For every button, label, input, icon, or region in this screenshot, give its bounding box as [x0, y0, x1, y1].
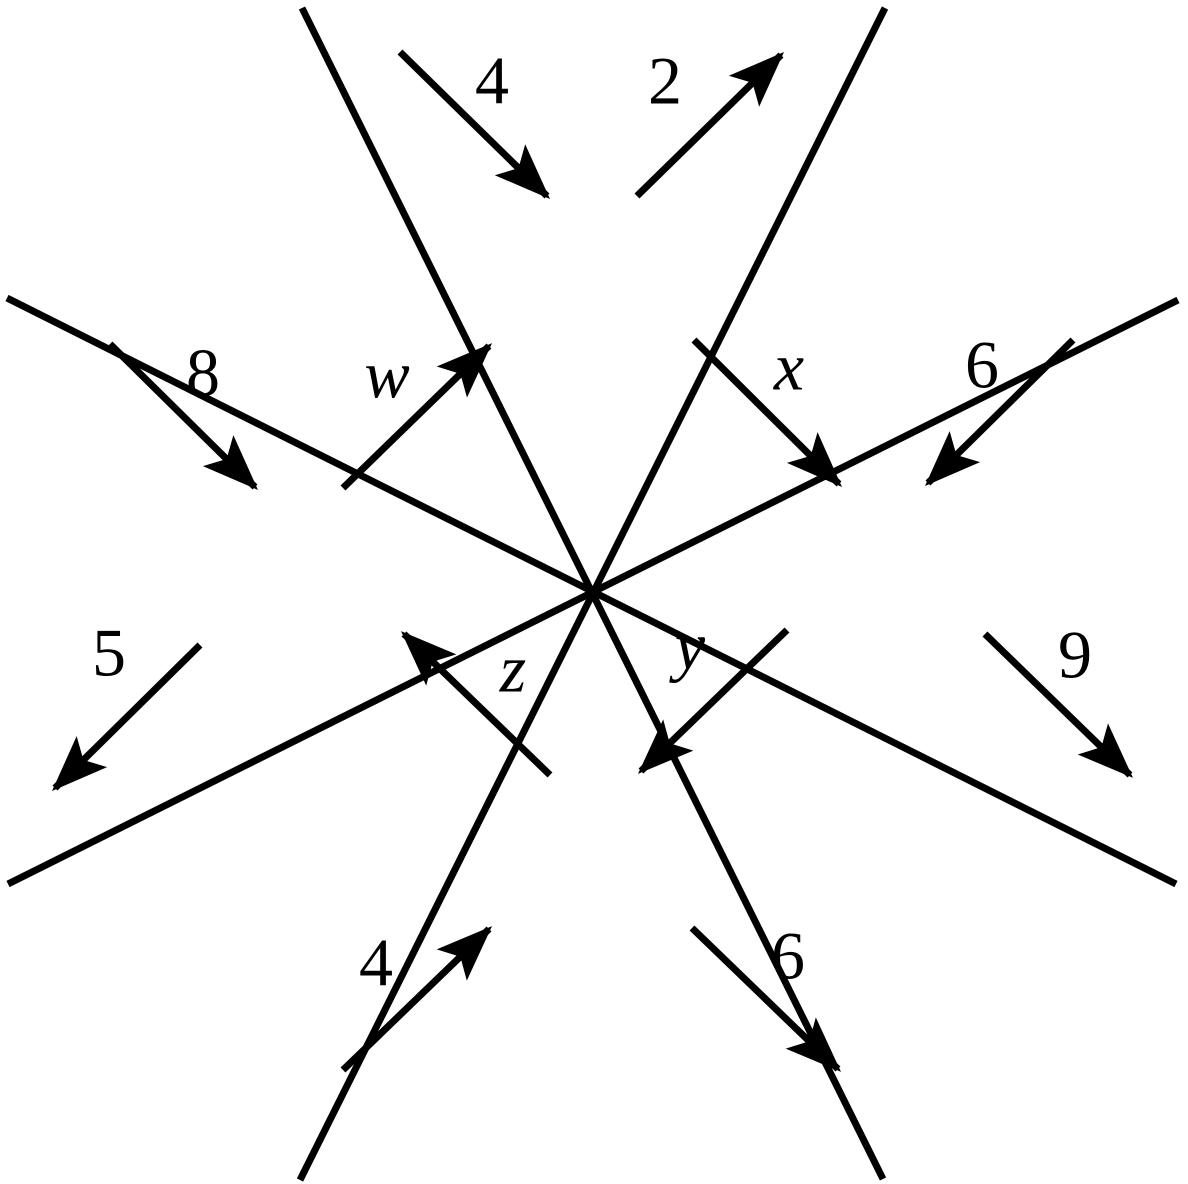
- edge-out-2-top-right-label: 2: [648, 43, 682, 119]
- edge-out-6-bottom-right-label: 6: [771, 918, 805, 994]
- edge-w-left-to-top-arrow: [340, 343, 493, 491]
- edge-in-4-top-left-arrow: [397, 49, 551, 199]
- grid-lines-group: [5, 6, 1180, 1182]
- edge-out-9-right-lower-arrow: [982, 631, 1134, 778]
- flow-arrows-group: [52, 49, 1134, 1073]
- edge-out-2-top-right-arrow: [634, 52, 785, 199]
- edge-z-bottom-to-left-arrow: [400, 631, 553, 778]
- line-e-w: [6, 296, 1180, 888]
- edge-x-top-to-right-label: x: [773, 329, 804, 405]
- edge-out-5-left-lower-arrow: [52, 642, 203, 791]
- edge-out-6-bottom-right-arrow: [689, 925, 842, 1072]
- edge-in-6-right-upper-arrow: [925, 337, 1076, 486]
- edge-in-4-bottom-left-label: 4: [359, 925, 393, 1001]
- edge-in-4-top-left-label: 4: [475, 43, 509, 119]
- edge-y-right-to-bottom-arrow: [637, 627, 790, 774]
- edge-out-9-right-lower-label: 9: [1058, 617, 1092, 693]
- edge-in-4-bottom-left-arrow: [340, 926, 493, 1073]
- edge-x-top-to-right-arrow: [691, 337, 842, 487]
- edge-out-5-left-lower-label: 5: [92, 615, 126, 691]
- flow-labels-group: 4 2 8 w x 6 5 z y 9 4 6: [92, 43, 1092, 1001]
- edge-z-bottom-to-left-label: z: [499, 631, 526, 707]
- edge-in-8-left-upper-arrow: [107, 341, 258, 490]
- edge-in-8-left-upper-label: 8: [186, 335, 220, 411]
- edge-y-right-to-bottom-label: y: [669, 608, 706, 684]
- edge-w-left-to-top-label: w: [364, 337, 409, 413]
- edge-in-6-right-upper-label: 6: [965, 327, 999, 403]
